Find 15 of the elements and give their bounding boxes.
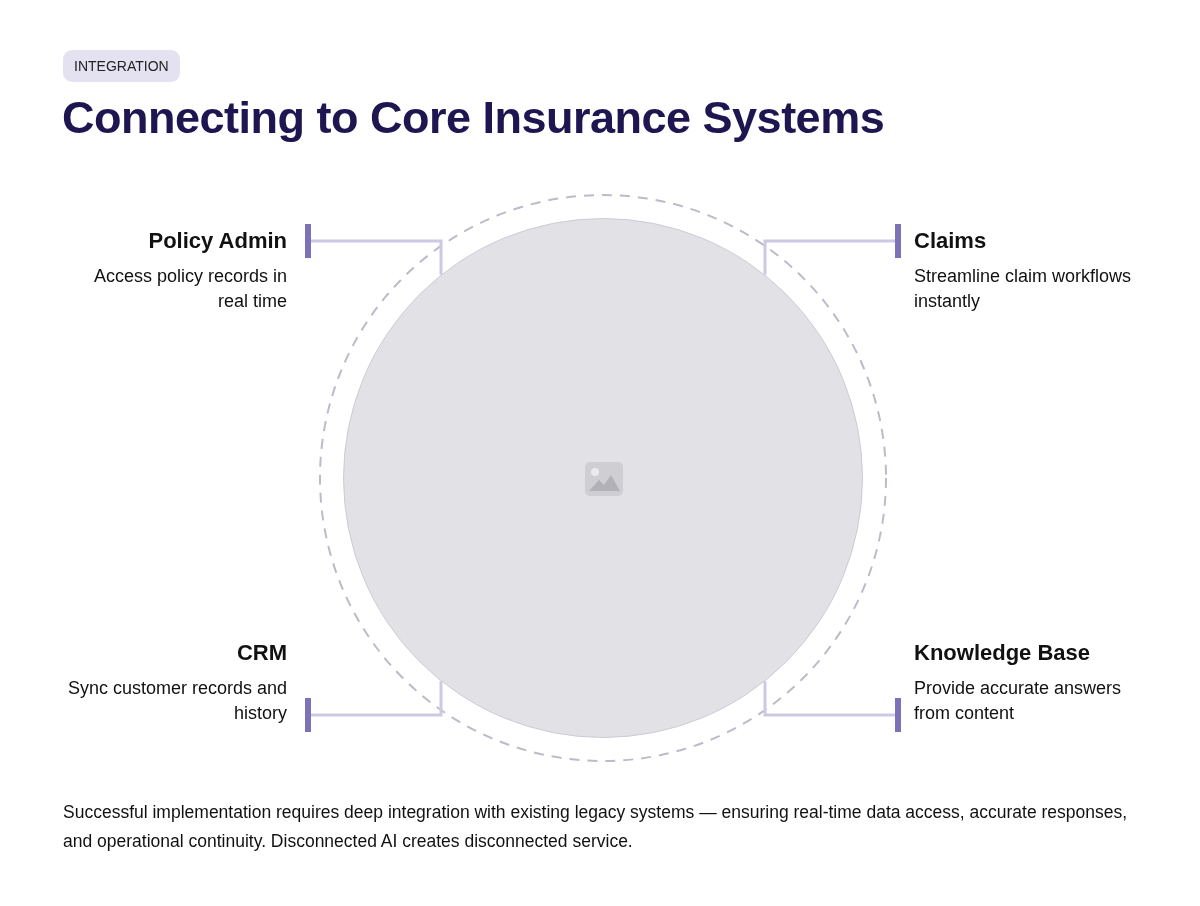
system-description: Streamline claim workflows instantly xyxy=(914,265,1133,313)
connector-line xyxy=(763,681,901,732)
category-tag: INTEGRATION xyxy=(63,50,180,82)
connector-line xyxy=(305,681,443,732)
system-heading: Knowledge Base xyxy=(914,640,1092,666)
system-heading: CRM xyxy=(235,640,287,666)
system-description: Sync customer records and history xyxy=(66,677,287,725)
system-description: Provide accurate answers from content xyxy=(914,677,1123,725)
system-heading: Policy Admin xyxy=(147,228,287,254)
caption-text: Successful implementation requires deep integration with existing legacy systems — ensuring real-time data access, accurate responses, and operational continuity. Disconnected AI creates disconnected service. xyxy=(63,801,1129,853)
page-title: Connecting to Core Insurance Systems xyxy=(62,92,885,144)
connector-line xyxy=(763,224,901,275)
system-description: Access policy records in real time xyxy=(92,265,287,313)
connector-line xyxy=(305,224,443,275)
system-heading: Claims xyxy=(914,228,988,254)
